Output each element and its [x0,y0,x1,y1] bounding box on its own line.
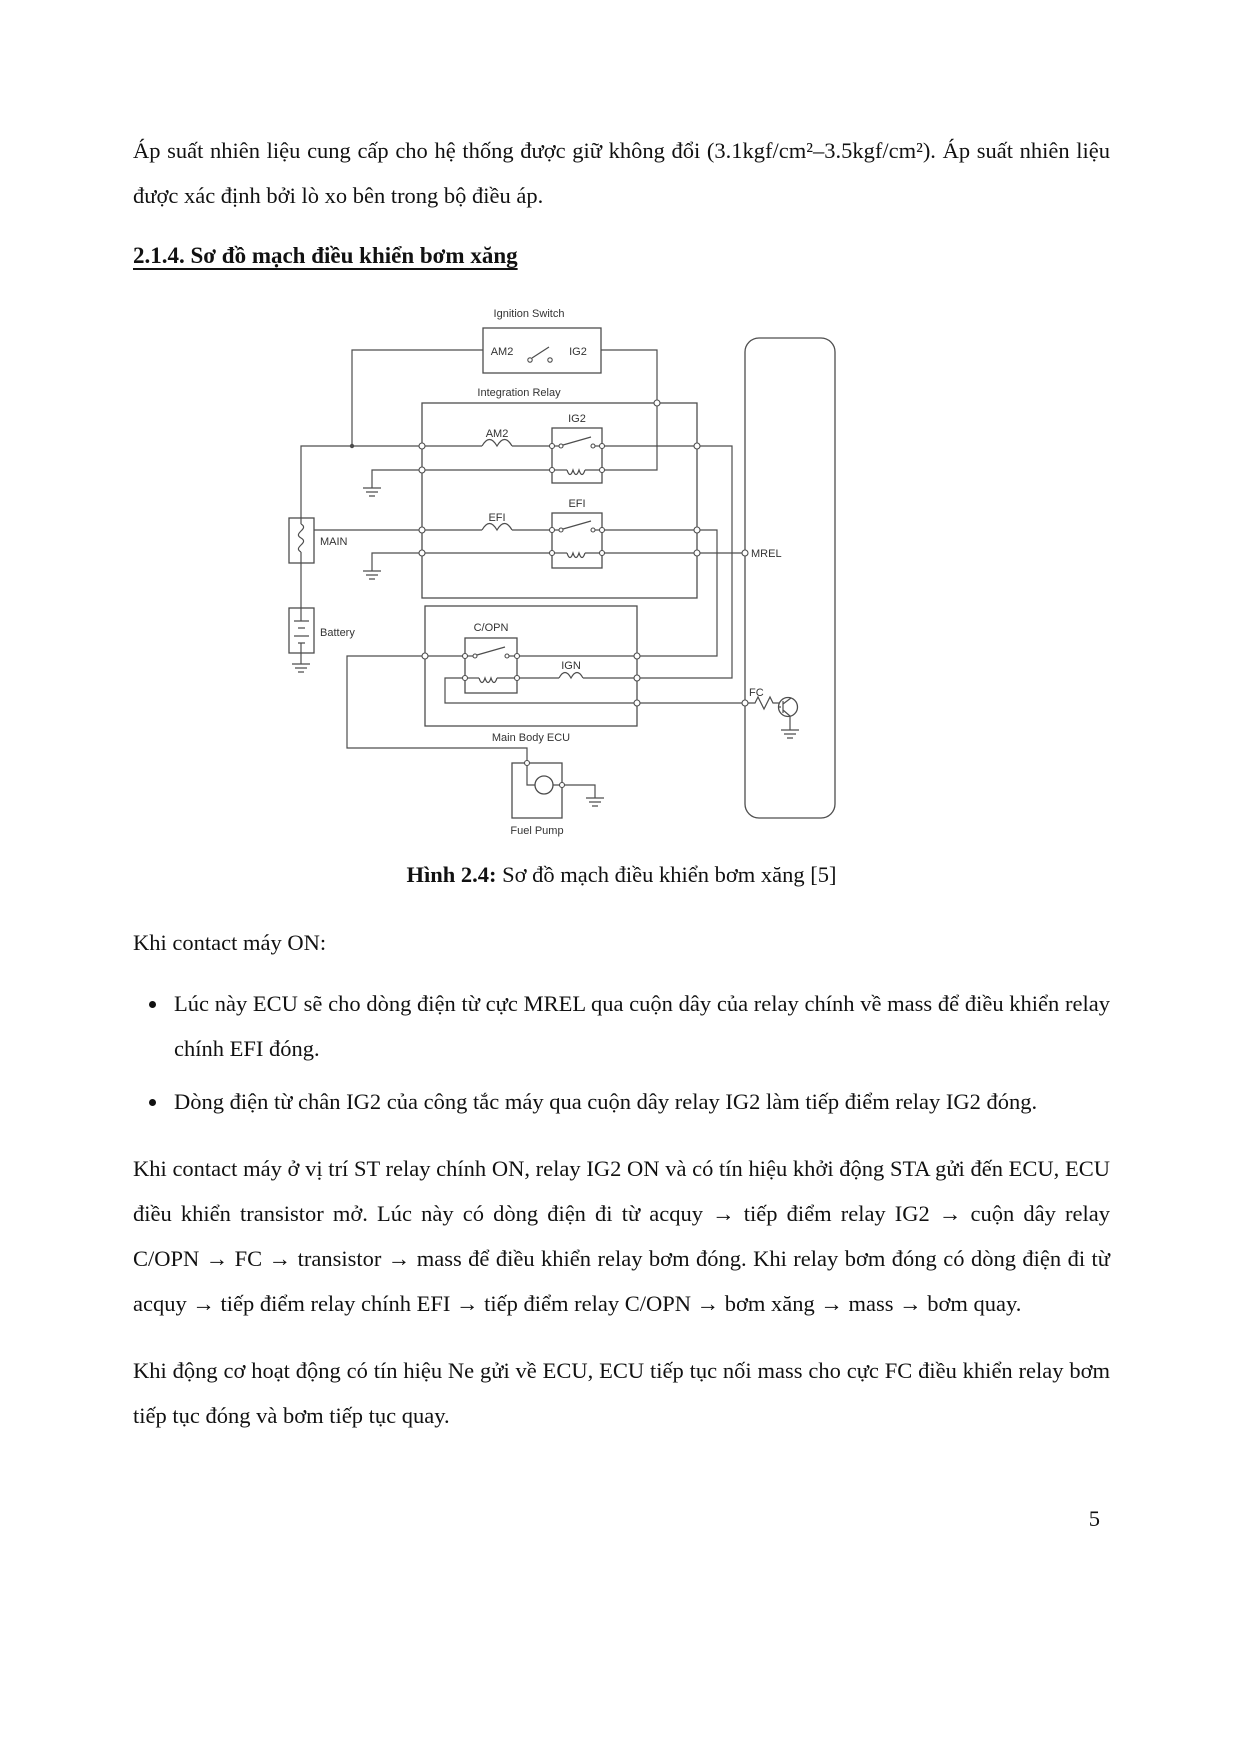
main-body-ecu-box [424,605,638,727]
fuel-pump-circuit-svg: Ignition Switch AM2 IG2 Integration Rela… [288,308,836,837]
label-ignition-switch: Ignition Switch [494,308,565,320]
label-main-body-ecu: Main Body ECU [492,732,570,744]
fuel-pump-box [511,762,563,819]
label-fuel-pump: Fuel Pump [510,825,563,837]
fuel-pump-ground-icon [586,797,604,807]
main-fuse-symbol [297,518,305,564]
diagram-labels: Ignition Switch AM2 IG2 Integration Rela… [320,308,782,837]
label-am2-fuse: AM2 [486,428,509,440]
label-battery: Battery [320,627,355,639]
component-boxes [288,327,836,819]
paragraph-running: Khi động cơ hoạt động có tín hiệu Ne gửi… [133,1358,1110,1429]
terminals [349,399,749,789]
label-ig2-relay: IG2 [568,413,586,425]
paragraph-operation: Khi contact máy ở vị trí ST relay chính … [133,1156,1110,1317]
ecu-box [744,337,836,819]
efi-relay-symbol [552,520,602,559]
mrel-terminal [741,549,749,557]
label-main-fuse: MAIN [320,536,348,548]
bullet-list: Lúc này ECU sẽ cho dòng điện từ cực MREL… [133,981,1110,1124]
figure-caption-label: Hình 2.4: [406,862,497,888]
transistor-ground-icon [781,729,799,739]
ign-fuse-symbol [558,672,584,680]
integration-relay-box [421,402,698,599]
label-ign-fuse: IGN [561,660,581,672]
fc-wire [444,677,745,704]
efi-fuse-symbol [481,523,513,532]
copn-relay-symbol [465,646,517,684]
battery-ground-icon [292,663,310,673]
label-efi-relay: EFI [568,498,585,510]
figure-caption-text: Sơ đồ mạch điều khiển bơm xăng [5] [496,862,837,888]
list-item-mrel: Lúc này ECU sẽ cho dòng điện từ cực MREL… [169,981,1110,1071]
section-heading: 2.1.4. Sơ đồ mạch điều khiển bơm xăng [133,243,518,268]
figure-caption: Hình 2.4: Sơ đồ mạch điều khiển bơm xăng… [133,856,1110,894]
label-efi-fuse: EFI [488,512,505,524]
am2-fuse-symbol [481,439,513,448]
fuel-pump-symbol [526,763,554,795]
ig2-coil-symbol [566,468,586,476]
list-item-ig2: Dòng điện từ chân IG2 của công tắc máy q… [169,1079,1110,1124]
wiring [300,349,779,799]
ground-symbols [292,487,799,807]
efi-coil-ground-icon [363,570,381,580]
transistor-symbol [777,697,799,731]
label-integration-relay: Integration Relay [477,387,561,399]
battery-symbol [294,608,309,654]
page-number: 5 [1088,1506,1100,1531]
label-mrel: MREL [751,548,782,560]
ig2-relay-symbol [552,436,602,476]
label-ig2-switch: IG2 [569,346,587,358]
ignition-switch-symbol [527,346,553,363]
copn-coil-symbol [478,676,498,684]
label-am2-switch: AM2 [491,346,514,358]
circuit-diagram: Ignition Switch AM2 IG2 Integration Rela… [273,292,861,848]
fc-terminal [741,699,749,707]
resistor-symbol [745,695,779,711]
paragraph-intro: Khi contact máy ON: [133,930,327,956]
ig2-relay-box [551,427,603,484]
efi-coil-symbol [566,551,586,559]
label-fc: FC [749,687,764,699]
copn-relay-box [464,637,518,694]
label-copn-relay: C/OPN [474,622,509,634]
ig2-coil-ground-icon [363,487,381,497]
efi-relay-box [551,512,603,569]
paragraph-fuel-pressure: Áp suất nhiên liệu cung cấp cho hệ thống… [133,138,1110,208]
